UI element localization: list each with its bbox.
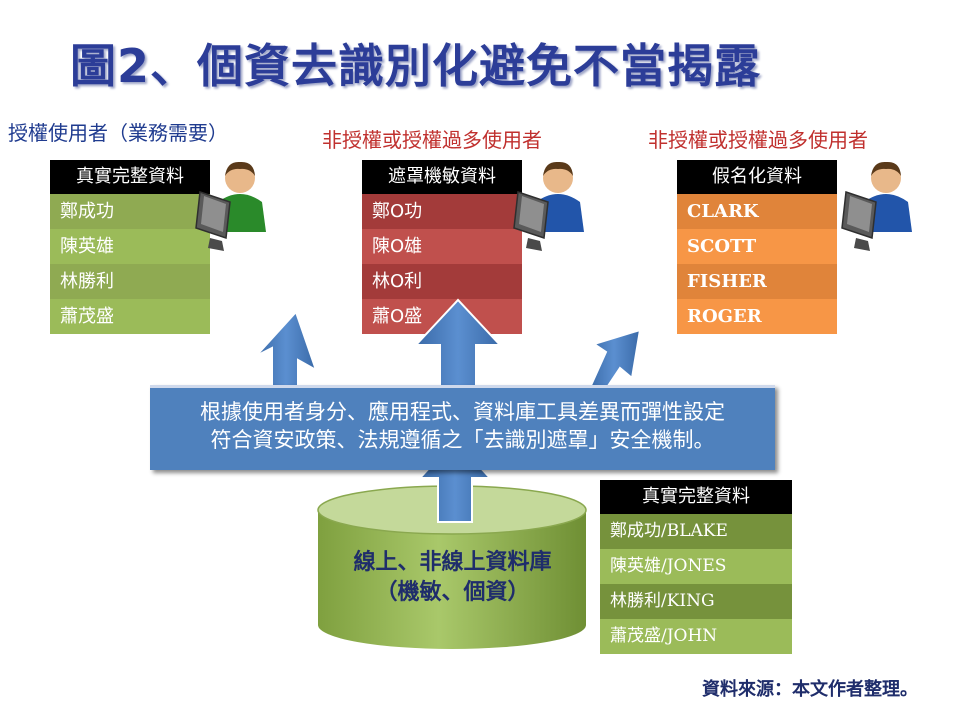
real-data-header: 真實完整資料 — [50, 160, 210, 194]
pseudonym-data-table: 假名化資料 CLARK SCOTT FISHER ROGER — [677, 160, 837, 334]
source-data-table: 真實完整資料 鄭成功/BLAKE 陳英雄/JONES 林勝利/KING 蕭茂盛/… — [600, 480, 792, 654]
table-row: 陳O雄 — [362, 229, 522, 264]
database-label-line-1: 線上、非線上資料庫 — [353, 550, 552, 575]
table-row: SCOTT — [677, 229, 837, 264]
table-row: 林O利 — [362, 264, 522, 299]
table-row: 蕭茂盛 — [50, 299, 210, 334]
banner-line-2: 符合資安政策、法規遵循之「去識別遮罩」安全機制。 — [210, 428, 715, 452]
table-row: 蕭茂盛/JOHN — [600, 619, 792, 654]
masked-data-header: 遮罩機敏資料 — [362, 160, 522, 194]
diagonal-arrow-right — [586, 328, 642, 393]
table-row: 陳英雄 — [50, 229, 210, 264]
table-row: ROGER — [677, 299, 837, 334]
table-row: 林勝利/KING — [600, 584, 792, 619]
group-label-unauthorized-pseudonym: 非授權或授權過多使用者 — [648, 128, 868, 152]
user-at-computer-icon — [195, 161, 267, 252]
table-row: 鄭成功/BLAKE — [600, 514, 792, 549]
database-label-line-2: （機敏、個資） — [375, 580, 530, 605]
table-row: 鄭成功 — [50, 194, 210, 229]
table-row: CLARK — [677, 194, 837, 229]
table-row: FISHER — [677, 264, 837, 299]
user-at-computer-icon — [841, 161, 913, 252]
table-row: 陳英雄/JONES — [600, 549, 792, 584]
banner-line-1: 根據使用者身分、應用程式、資料庫工具差異而彈性設定 — [200, 400, 725, 424]
masked-data-table: 遮罩機敏資料 鄭O功 陳O雄 林O利 蕭O盛 — [362, 160, 522, 334]
group-label-unauthorized-masked: 非授權或授權過多使用者 — [322, 128, 542, 152]
page-title: 圖2、個資去識別化避免不當揭露 — [70, 39, 762, 93]
table-row: 鄭O功 — [362, 194, 522, 229]
group-label-authorized: 授權使用者（業務需要） — [8, 121, 228, 145]
table-row: 林勝利 — [50, 264, 210, 299]
diagonal-arrow-left — [255, 310, 318, 393]
real-data-table: 真實完整資料 鄭成功 陳英雄 林勝利 蕭茂盛 — [50, 160, 210, 334]
pseudonym-data-header: 假名化資料 — [677, 160, 837, 194]
database-label: 線上、非線上資料庫 （機敏、個資） — [320, 548, 585, 608]
user-at-computer-icon — [513, 161, 585, 252]
source-data-header: 真實完整資料 — [600, 480, 792, 514]
policy-banner: 根據使用者身分、應用程式、資料庫工具差異而彈性設定 符合資安政策、法規遵循之「去… — [150, 385, 775, 470]
up-arrow-center — [413, 298, 503, 393]
source-note: 資料來源：本文作者整理。 — [702, 679, 918, 700]
